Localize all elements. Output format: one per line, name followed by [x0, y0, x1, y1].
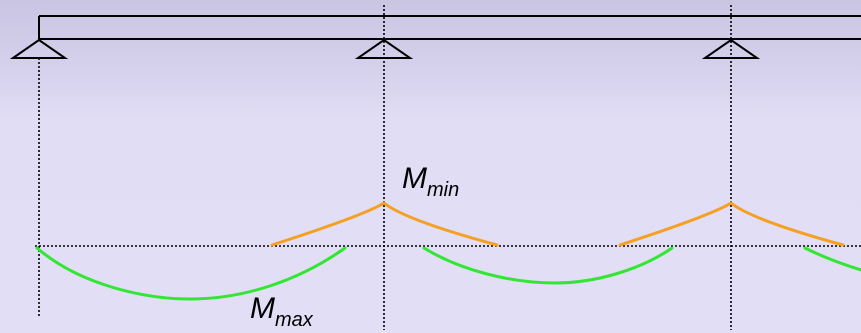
m-max-curve-span-3 — [803, 246, 861, 272]
beam — [38, 15, 861, 40]
m-min-label-subscript: min — [427, 179, 460, 201]
m-max-curves — [35, 246, 861, 301]
m-min-curve-support-2 — [270, 201, 499, 247]
m-max-label-base: M — [250, 292, 275, 325]
m-max-label: Mmax — [250, 292, 313, 331]
m-min-label-base: M — [402, 162, 427, 195]
m-max-curve-span-1 — [35, 246, 347, 301]
m-max-label-subscript: max — [275, 309, 313, 331]
m-min-label: Mmin — [402, 162, 459, 201]
m-min-curve-support-3 — [618, 201, 845, 247]
m-max-curve-span-2 — [422, 246, 674, 285]
support-projection-lines — [38, 5, 732, 330]
m-min-curves — [270, 201, 845, 247]
